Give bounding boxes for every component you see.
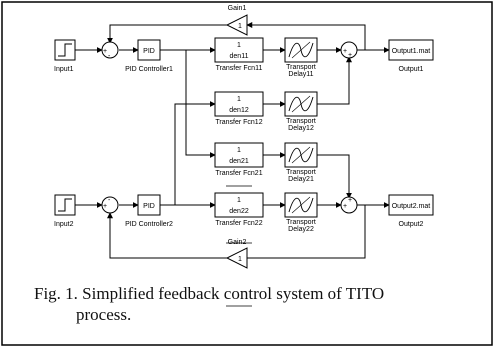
output1-label: Output1 <box>399 66 424 73</box>
input2-label: Input2 <box>54 221 74 228</box>
caption-line1: Fig. 1. Simplified feedback control syst… <box>34 284 385 303</box>
delay11-label1: Transport <box>286 64 316 71</box>
wire-delay21-sum-out2 <box>317 154 352 199</box>
tf22-num: 1 <box>237 197 241 204</box>
transport-delay11-block[interactable] <box>284 37 318 63</box>
wire-pid2-tf12 <box>174 101 216 205</box>
delay12-label1: Transport <box>286 118 316 125</box>
delay21-label2: Delay21 <box>288 176 314 183</box>
sum-out2-sign-a: + <box>343 203 347 210</box>
tf12-den: den12 <box>229 107 249 114</box>
figure-caption: Fig. 1. Simplified feedback control syst… <box>6 283 488 325</box>
tf11-den: den11 <box>230 53 249 60</box>
gain1-block[interactable] <box>225 14 248 36</box>
transfer-fcn22-block[interactable] <box>214 192 264 218</box>
delay11-label2: Delay11 <box>288 71 313 78</box>
caption-line2: process. <box>76 305 132 324</box>
tf12-num: 1 <box>237 96 241 103</box>
pid2-text: PID <box>143 203 155 210</box>
sum-out2-sign-b: + <box>348 197 352 204</box>
gain2-label: Gain2 <box>228 239 247 246</box>
delay22-label2: Delay22 <box>288 226 314 233</box>
sum-in1-sign-minus: - <box>108 53 111 60</box>
pid1-label: PID Controller1 <box>125 66 173 73</box>
gain2-value: 1 <box>238 256 242 263</box>
sum-in1-sign-plus: + <box>103 48 107 55</box>
sum-in1-block[interactable] <box>101 41 119 59</box>
delay22-label1: Transport <box>286 219 316 226</box>
input1-block[interactable] <box>54 39 76 61</box>
delay12-label2: Delay12 <box>288 125 314 132</box>
transfer-fcn11-block[interactable] <box>214 37 264 63</box>
output2-block[interactable] <box>388 194 434 216</box>
sum-in2-sign-plus: + <box>103 203 107 210</box>
gain1-label: Gain1 <box>228 5 247 12</box>
tf21-num: 1 <box>237 147 241 154</box>
tf21-den: den21 <box>229 158 249 165</box>
gain1-value: 1 <box>238 23 242 30</box>
wire-feedback1 <box>246 22 366 50</box>
pid-controller1-block[interactable] <box>137 39 161 61</box>
output1-block[interactable] <box>388 39 434 61</box>
sum-out1-sign-a: + <box>343 48 347 55</box>
tf22-label: Transfer Fcn22 <box>215 220 262 227</box>
sum-in2-block[interactable] <box>101 196 119 214</box>
sum-out1-block[interactable] <box>340 41 358 59</box>
tf21-label: Transfer Fcn21 <box>215 170 262 177</box>
pid1-text: PID <box>143 48 155 55</box>
delay21-label1: Transport <box>286 169 316 176</box>
transfer-fcn21-block[interactable] <box>214 142 264 168</box>
transport-delay22-block[interactable] <box>284 192 318 218</box>
output1-text: Output1.mat <box>392 48 431 55</box>
tf11-num: 1 <box>237 42 241 49</box>
pid-controller2-block[interactable] <box>137 194 161 216</box>
sum-out2-block[interactable] <box>340 196 358 214</box>
output2-text: Output2.mat <box>392 203 431 210</box>
sum-in2-sign-minus: - <box>108 197 111 204</box>
sum-out1-sign-b: + <box>348 52 352 59</box>
wire-delay12-sum-out1 <box>317 56 352 105</box>
wire-gain1-sum1 <box>107 24 227 44</box>
transport-delay21-block[interactable] <box>284 142 318 168</box>
gain2-block[interactable] <box>225 247 248 269</box>
output2-label: Output2 <box>399 221 424 228</box>
input1-label: Input1 <box>54 66 74 73</box>
input2-block[interactable] <box>54 194 76 216</box>
transport-delay12-block[interactable] <box>284 91 318 117</box>
transfer-fcn12-block[interactable] <box>214 91 264 117</box>
tf12-label: Transfer Fcn12 <box>215 119 262 126</box>
tf11-label: Transfer Fcn11 <box>216 65 263 72</box>
pid2-label: PID Controller2 <box>125 221 173 228</box>
tf22-den: den22 <box>229 208 249 215</box>
wire-pid1-tf21 <box>185 50 216 158</box>
